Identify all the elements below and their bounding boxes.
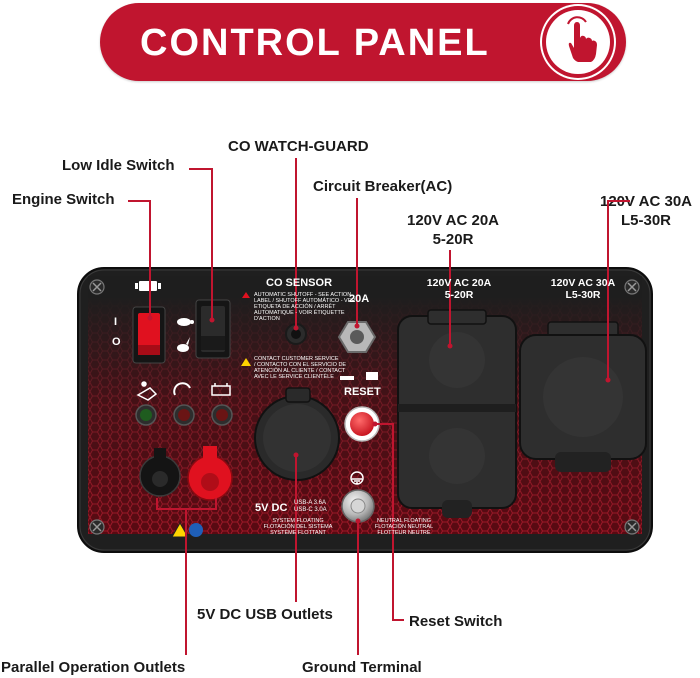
engine-switch-rocker <box>138 313 160 353</box>
callout-leader-lines <box>128 158 630 655</box>
hand-pointer-icon <box>546 10 610 74</box>
callout-outlet-30a: 120V AC 30A L5-30R <box>586 192 700 230</box>
callout-parallel-outlets: Parallel Operation Outlets <box>1 659 186 676</box>
usb-port-cover <box>254 387 340 481</box>
engine-icon <box>135 281 161 291</box>
usb-panel-label: 5V DC <box>255 502 288 514</box>
co-sensor-label: CO SENSOR <box>266 277 333 289</box>
co-warning-text: AUTOMATIC SHUTOFF - SEE ACTION LABEL / S… <box>254 292 356 322</box>
callout-usb-outlets: 5V DC USB Outlets <box>197 606 333 623</box>
callout-ground-terminal: Ground Terminal <box>302 659 422 676</box>
outlet-20a-panel-label: 120V AC 20A 5-20R <box>426 277 492 301</box>
outlet-30a-cover <box>519 321 647 472</box>
manual-icon <box>189 523 203 537</box>
ground-terminal <box>341 489 375 523</box>
callout-outlet-20a-line1: 120V AC 20A <box>407 212 499 229</box>
turtle-icon <box>177 318 194 326</box>
system-floating-text: SYSTEM FLOATING FLOTACIÓN DEL SISTEMA SY… <box>263 518 333 536</box>
callout-engine-switch: Engine Switch <box>12 191 115 208</box>
callout-outlet-30a-line1: 120V AC 30A <box>600 193 692 210</box>
reset-button <box>344 406 380 442</box>
callout-outlet-30a-line2: L5-30R <box>620 212 672 229</box>
co-warning-icon <box>242 292 250 298</box>
callout-co-watchguard: CO WATCH-GUARD <box>228 138 369 155</box>
oil-warning-icon <box>136 381 158 401</box>
callout-outlet-20a: 120V AC 20A 5-20R <box>378 211 528 249</box>
callout-circuit-breaker: Circuit Breaker(AC) <box>313 178 453 195</box>
reset-panel-label: RESET <box>344 386 381 398</box>
rabbit-icon <box>177 337 190 352</box>
header-banner: CONTROL PANEL <box>100 3 626 81</box>
overload-icon <box>173 382 191 396</box>
parallel-outlet-black <box>139 448 181 497</box>
outlet-30a-panel-label: 120V AC 30A L5-30R <box>550 277 616 301</box>
service-warning-icon <box>241 358 251 366</box>
ground-symbol-icon <box>350 471 364 485</box>
engine-off-label: O <box>112 336 121 348</box>
circuit-breaker-button <box>337 321 377 353</box>
callout-outlet-20a-line2: 5-20R <box>432 231 474 248</box>
callout-low-idle-switch: Low Idle Switch <box>62 157 175 174</box>
warning-icon <box>171 521 189 538</box>
neutral-floating-text: NEUTRAL FLOATING FLOTACIÓN NEUTRAL FLOTT… <box>374 518 434 536</box>
callout-reset-switch: Reset Switch <box>409 613 503 630</box>
banner-title: CONTROL PANEL <box>140 22 490 64</box>
indicator-lights <box>135 404 233 426</box>
engine-on-label: I <box>114 316 118 328</box>
breaker-rating-label: 20A <box>349 293 370 305</box>
usb-ratings: USB-A 3.6A USB-C 3.0A <box>294 500 327 513</box>
output-icon <box>211 383 231 396</box>
parallel-outlet-red <box>187 446 233 501</box>
service-warning-text: CONTACT CUSTOMER SERVICE / CONTACTO CON … <box>254 356 347 380</box>
reset-symbol-icon <box>340 372 378 380</box>
outlet-20a-cover <box>397 309 517 518</box>
